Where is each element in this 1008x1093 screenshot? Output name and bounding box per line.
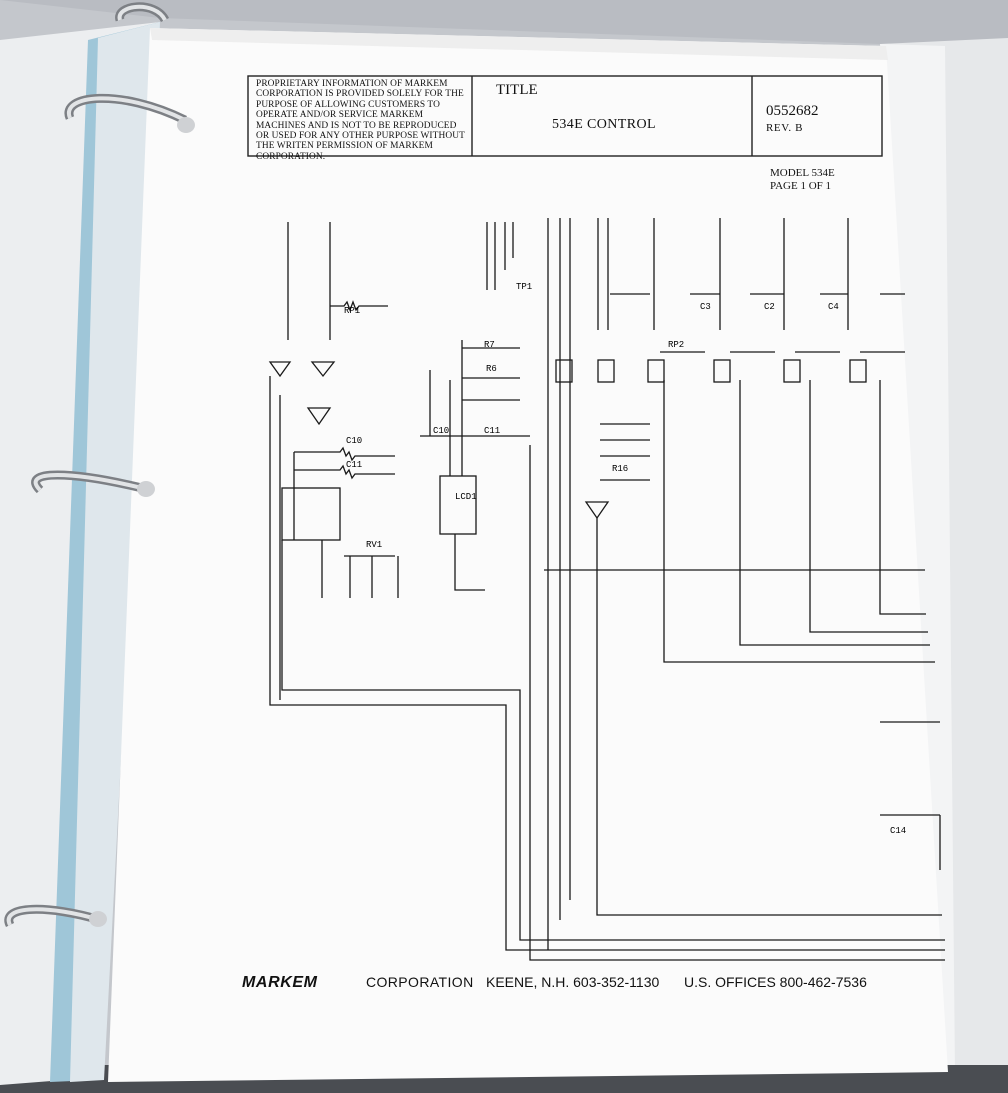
schematic-label-r2: C11 — [346, 460, 363, 470]
schematic-label-r10: C10 — [346, 436, 363, 446]
schematic-label-rp2: RP2 — [668, 340, 685, 350]
drawing-title: 534E CONTROL — [552, 117, 656, 132]
title-label: TITLE — [496, 82, 538, 98]
schematic-label-lcd1: LCD1 — [455, 492, 477, 502]
revision-label: REV. B — [766, 122, 804, 134]
schematic-label-c11: C11 — [484, 426, 501, 436]
schematic-label-rp1: RP1 — [344, 306, 361, 316]
schematic-label-r6: R6 — [486, 364, 497, 374]
footer-address: KEENE, N.H. 603-352-1130 — [486, 974, 660, 990]
drawing-number: 0552682 — [766, 103, 819, 119]
footer-corporation: CORPORATION — [366, 974, 474, 990]
proprietary-notice: PROPRIETARY INFORMATION OF MARKEM CORPOR… — [256, 79, 465, 162]
schematic-label-rv1: RV1 — [366, 540, 383, 550]
schematic-label-c2: C2 — [764, 302, 775, 312]
footer-offices: U.S. OFFICES 800-462-7536 — [684, 974, 867, 990]
schematic-label-c3: C3 — [700, 302, 711, 312]
page-label: PAGE 1 OF 1 — [770, 180, 832, 192]
schematic-label-r7: R7 — [484, 340, 495, 350]
schematic-label-c14: C14 — [890, 826, 907, 836]
schematic-label-r16: R16 — [612, 464, 629, 474]
schematic-label-c10: C10 — [433, 426, 450, 436]
schematic-label-tp1: TP1 — [516, 282, 533, 292]
footer-brand: MARKEM — [242, 974, 318, 991]
schematic-label-c4: C4 — [828, 302, 839, 312]
model-label: MODEL 534E — [770, 167, 835, 179]
